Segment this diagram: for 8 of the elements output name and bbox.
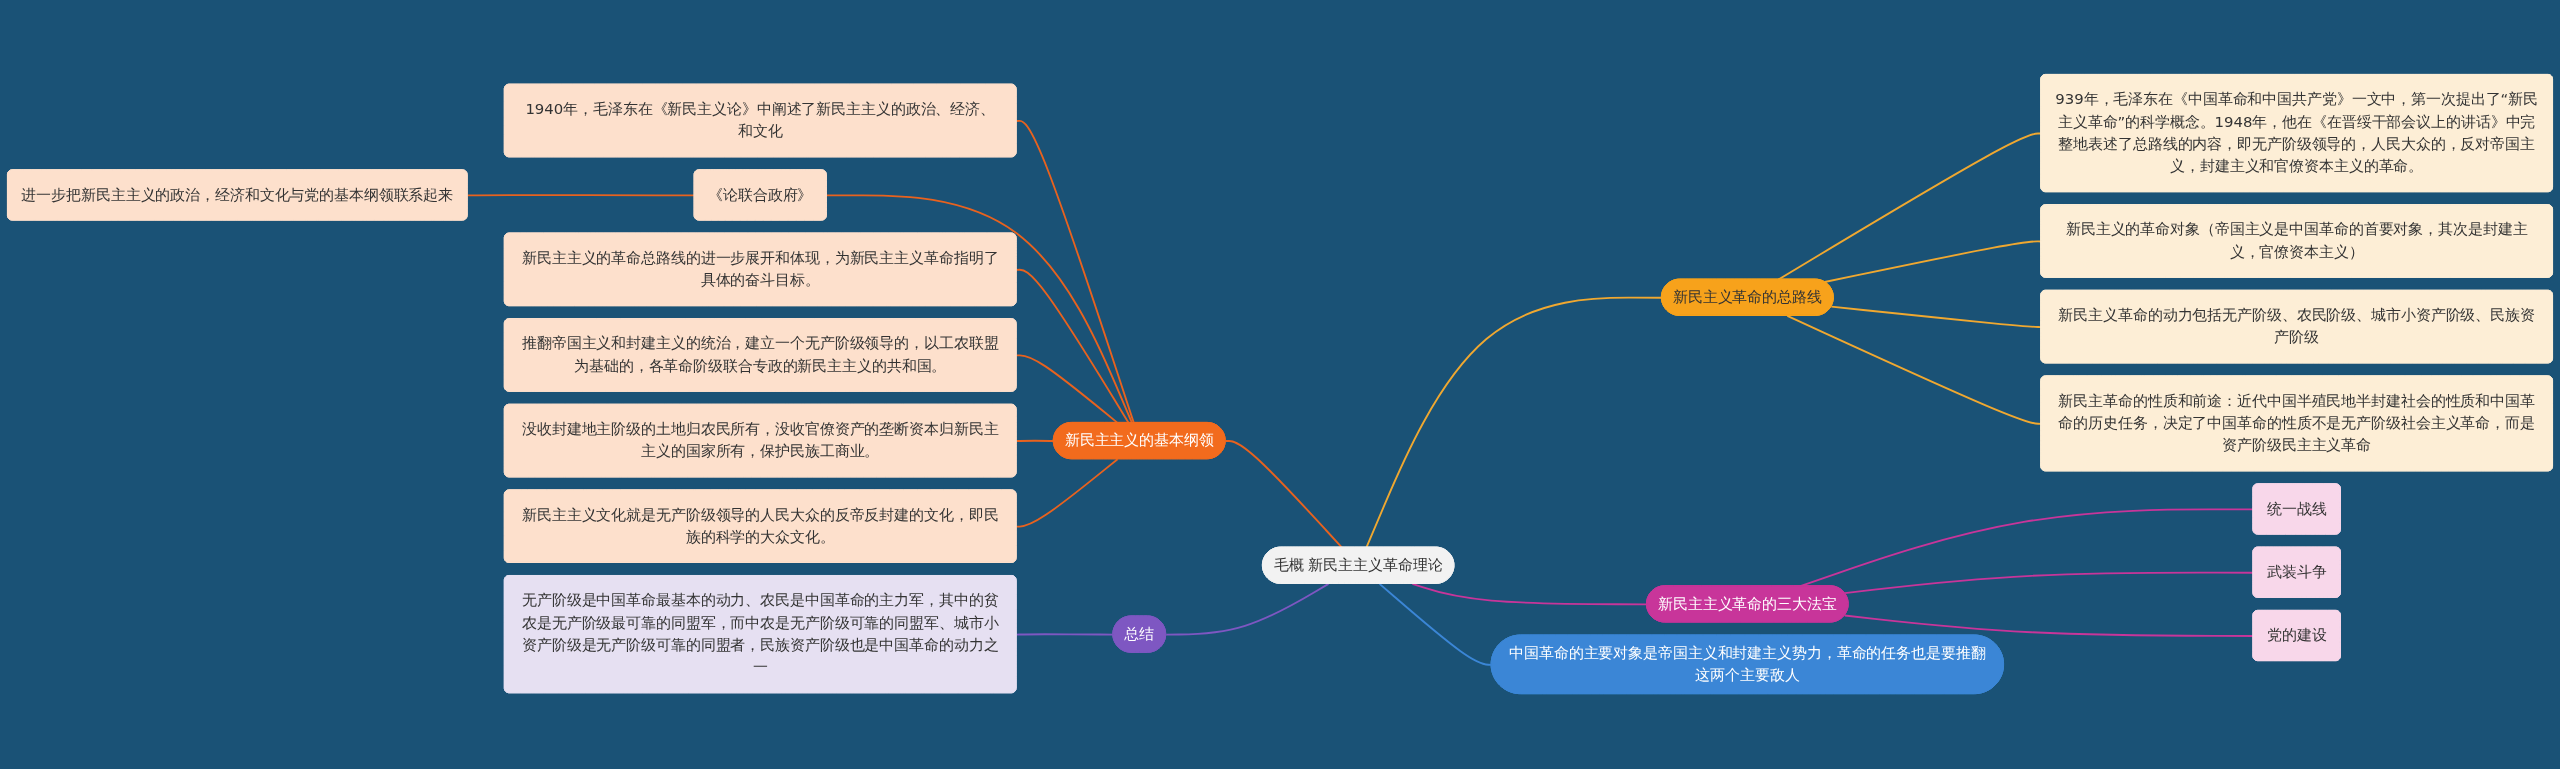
connector: [1378, 583, 1493, 667]
connector: [1015, 458, 1119, 528]
connector: [1165, 583, 1330, 636]
connector: [466, 194, 696, 197]
connector: [1365, 297, 1663, 549]
connector: [1411, 583, 1648, 606]
connector: [1224, 440, 1343, 549]
connector: [1015, 440, 1055, 443]
